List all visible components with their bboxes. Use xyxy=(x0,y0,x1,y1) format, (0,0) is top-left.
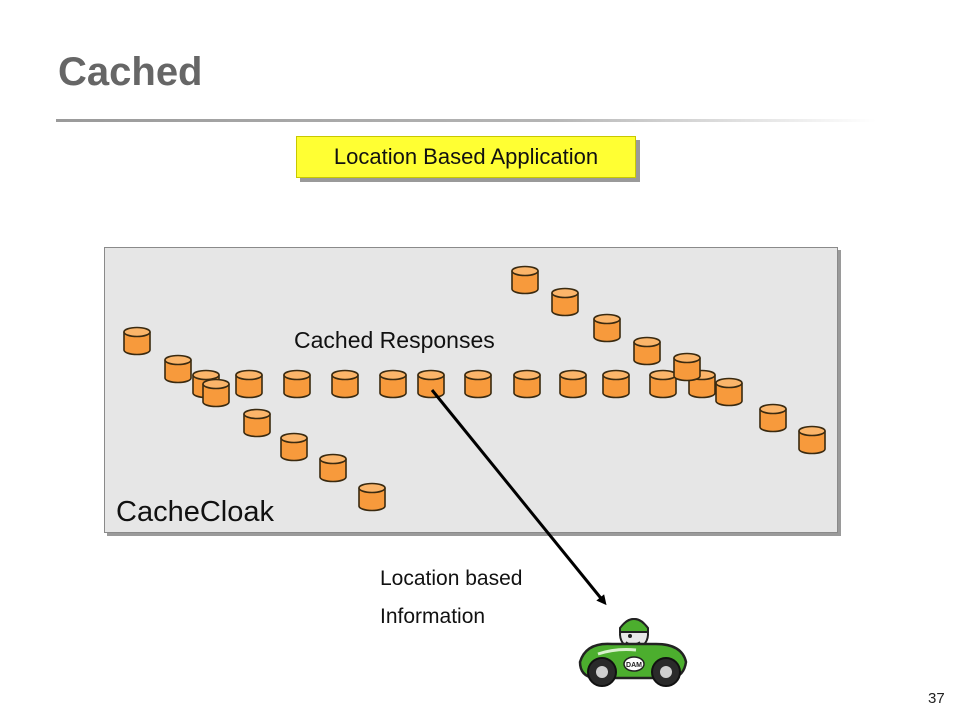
cached-responses-label: Cached Responses xyxy=(294,327,495,353)
location-based-application-box: Location Based Application xyxy=(296,136,636,178)
info-label-line-2: Information xyxy=(380,605,486,628)
car-driver-icon: DAM xyxy=(578,618,688,687)
cylinder-icon xyxy=(358,482,386,512)
cylinder-icon xyxy=(511,265,539,295)
cylinder-icon xyxy=(283,369,311,399)
cylinder-icon xyxy=(202,378,230,408)
cylinder-icon xyxy=(319,453,347,483)
slide-title: Cached xyxy=(58,50,203,94)
cylinder-icon xyxy=(513,369,541,399)
car-badge-text: DAM xyxy=(626,662,642,669)
cylinder-icon xyxy=(464,369,492,399)
location-info-arrow xyxy=(430,389,607,606)
cylinder-icon xyxy=(673,352,701,382)
cylinder-icon xyxy=(715,377,743,407)
cachecloak-label: CacheCloak xyxy=(116,496,274,528)
cylinder-icon xyxy=(123,326,151,356)
cylinder-icon xyxy=(593,313,621,343)
cylinder-icon xyxy=(649,369,677,399)
title-divider xyxy=(56,119,876,122)
cylinder-icon xyxy=(280,432,308,462)
page-number: 37 xyxy=(928,690,945,707)
cylinder-icon xyxy=(164,354,192,384)
cylinder-icon xyxy=(417,369,445,399)
cylinder-icon xyxy=(798,425,826,455)
cylinder-icon xyxy=(633,336,661,366)
cylinder-icon xyxy=(602,369,630,399)
info-label-line-1: Location based xyxy=(380,567,523,590)
cached-response-cylinders xyxy=(123,265,826,512)
cylinder-icon xyxy=(243,408,271,438)
cylinder-icon xyxy=(551,287,579,317)
cylinder-icon xyxy=(379,369,407,399)
cylinder-icon xyxy=(759,403,787,433)
cylinder-icon xyxy=(331,369,359,399)
cylinder-icon xyxy=(559,369,587,399)
cylinder-icon xyxy=(235,369,263,399)
location-information-label: Location based Information xyxy=(380,560,620,636)
